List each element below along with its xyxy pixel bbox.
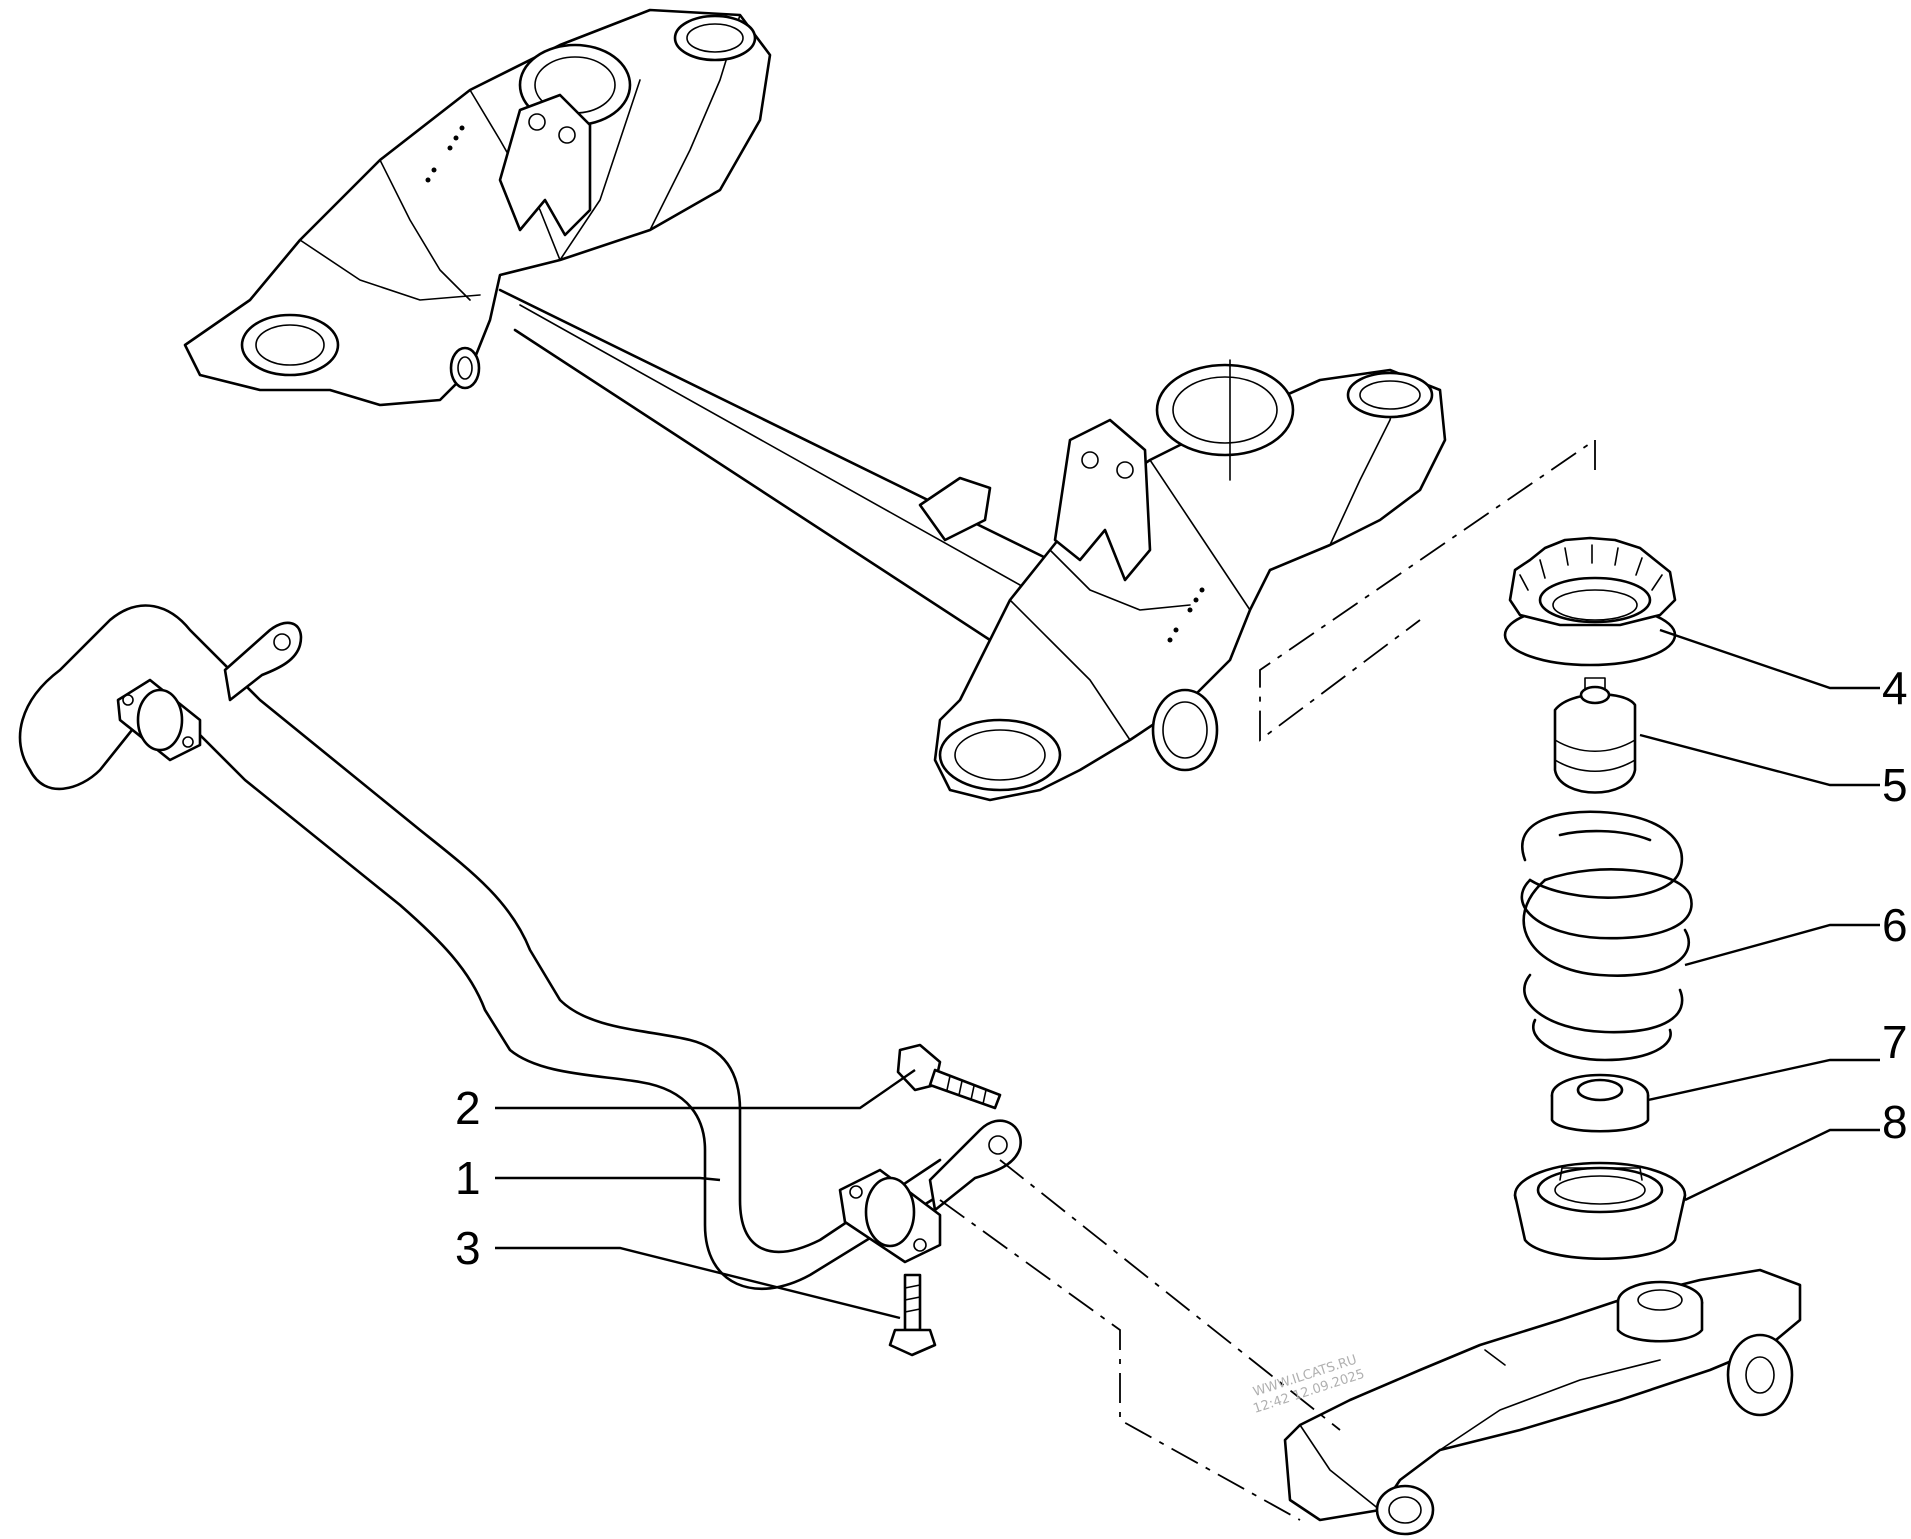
- callout-7: 7: [1882, 1016, 1908, 1068]
- callout-1: 1: [455, 1152, 481, 1204]
- bump-stop: [1553, 677, 1637, 794]
- callout-6: 6: [1882, 899, 1908, 951]
- clamp-bolt-lower: [888, 1273, 937, 1357]
- anti-roll-bar: [18, 604, 1022, 1291]
- leader-lines: [495, 628, 1880, 1320]
- coil-spring: [1520, 810, 1693, 1062]
- callout-3: 3: [455, 1222, 481, 1274]
- assembly-lines: [939, 438, 1596, 1521]
- callout-8: 8: [1882, 1096, 1908, 1148]
- callout-4: 4: [1882, 662, 1908, 714]
- callout-2: 2: [455, 1082, 481, 1134]
- left-bar-clamp: [116, 678, 202, 762]
- trailing-arm: [1283, 1268, 1802, 1536]
- callout-5: 5: [1882, 759, 1908, 811]
- upper-spring-seat: [1503, 536, 1677, 667]
- clamp-bolt-upper: [896, 1043, 1002, 1110]
- axle-crossmember: [183, 8, 1447, 802]
- right-bar-clamp: [838, 1168, 942, 1264]
- lower-spring-seat: [1513, 1161, 1687, 1261]
- spring-isolator-pad: [1550, 1073, 1650, 1133]
